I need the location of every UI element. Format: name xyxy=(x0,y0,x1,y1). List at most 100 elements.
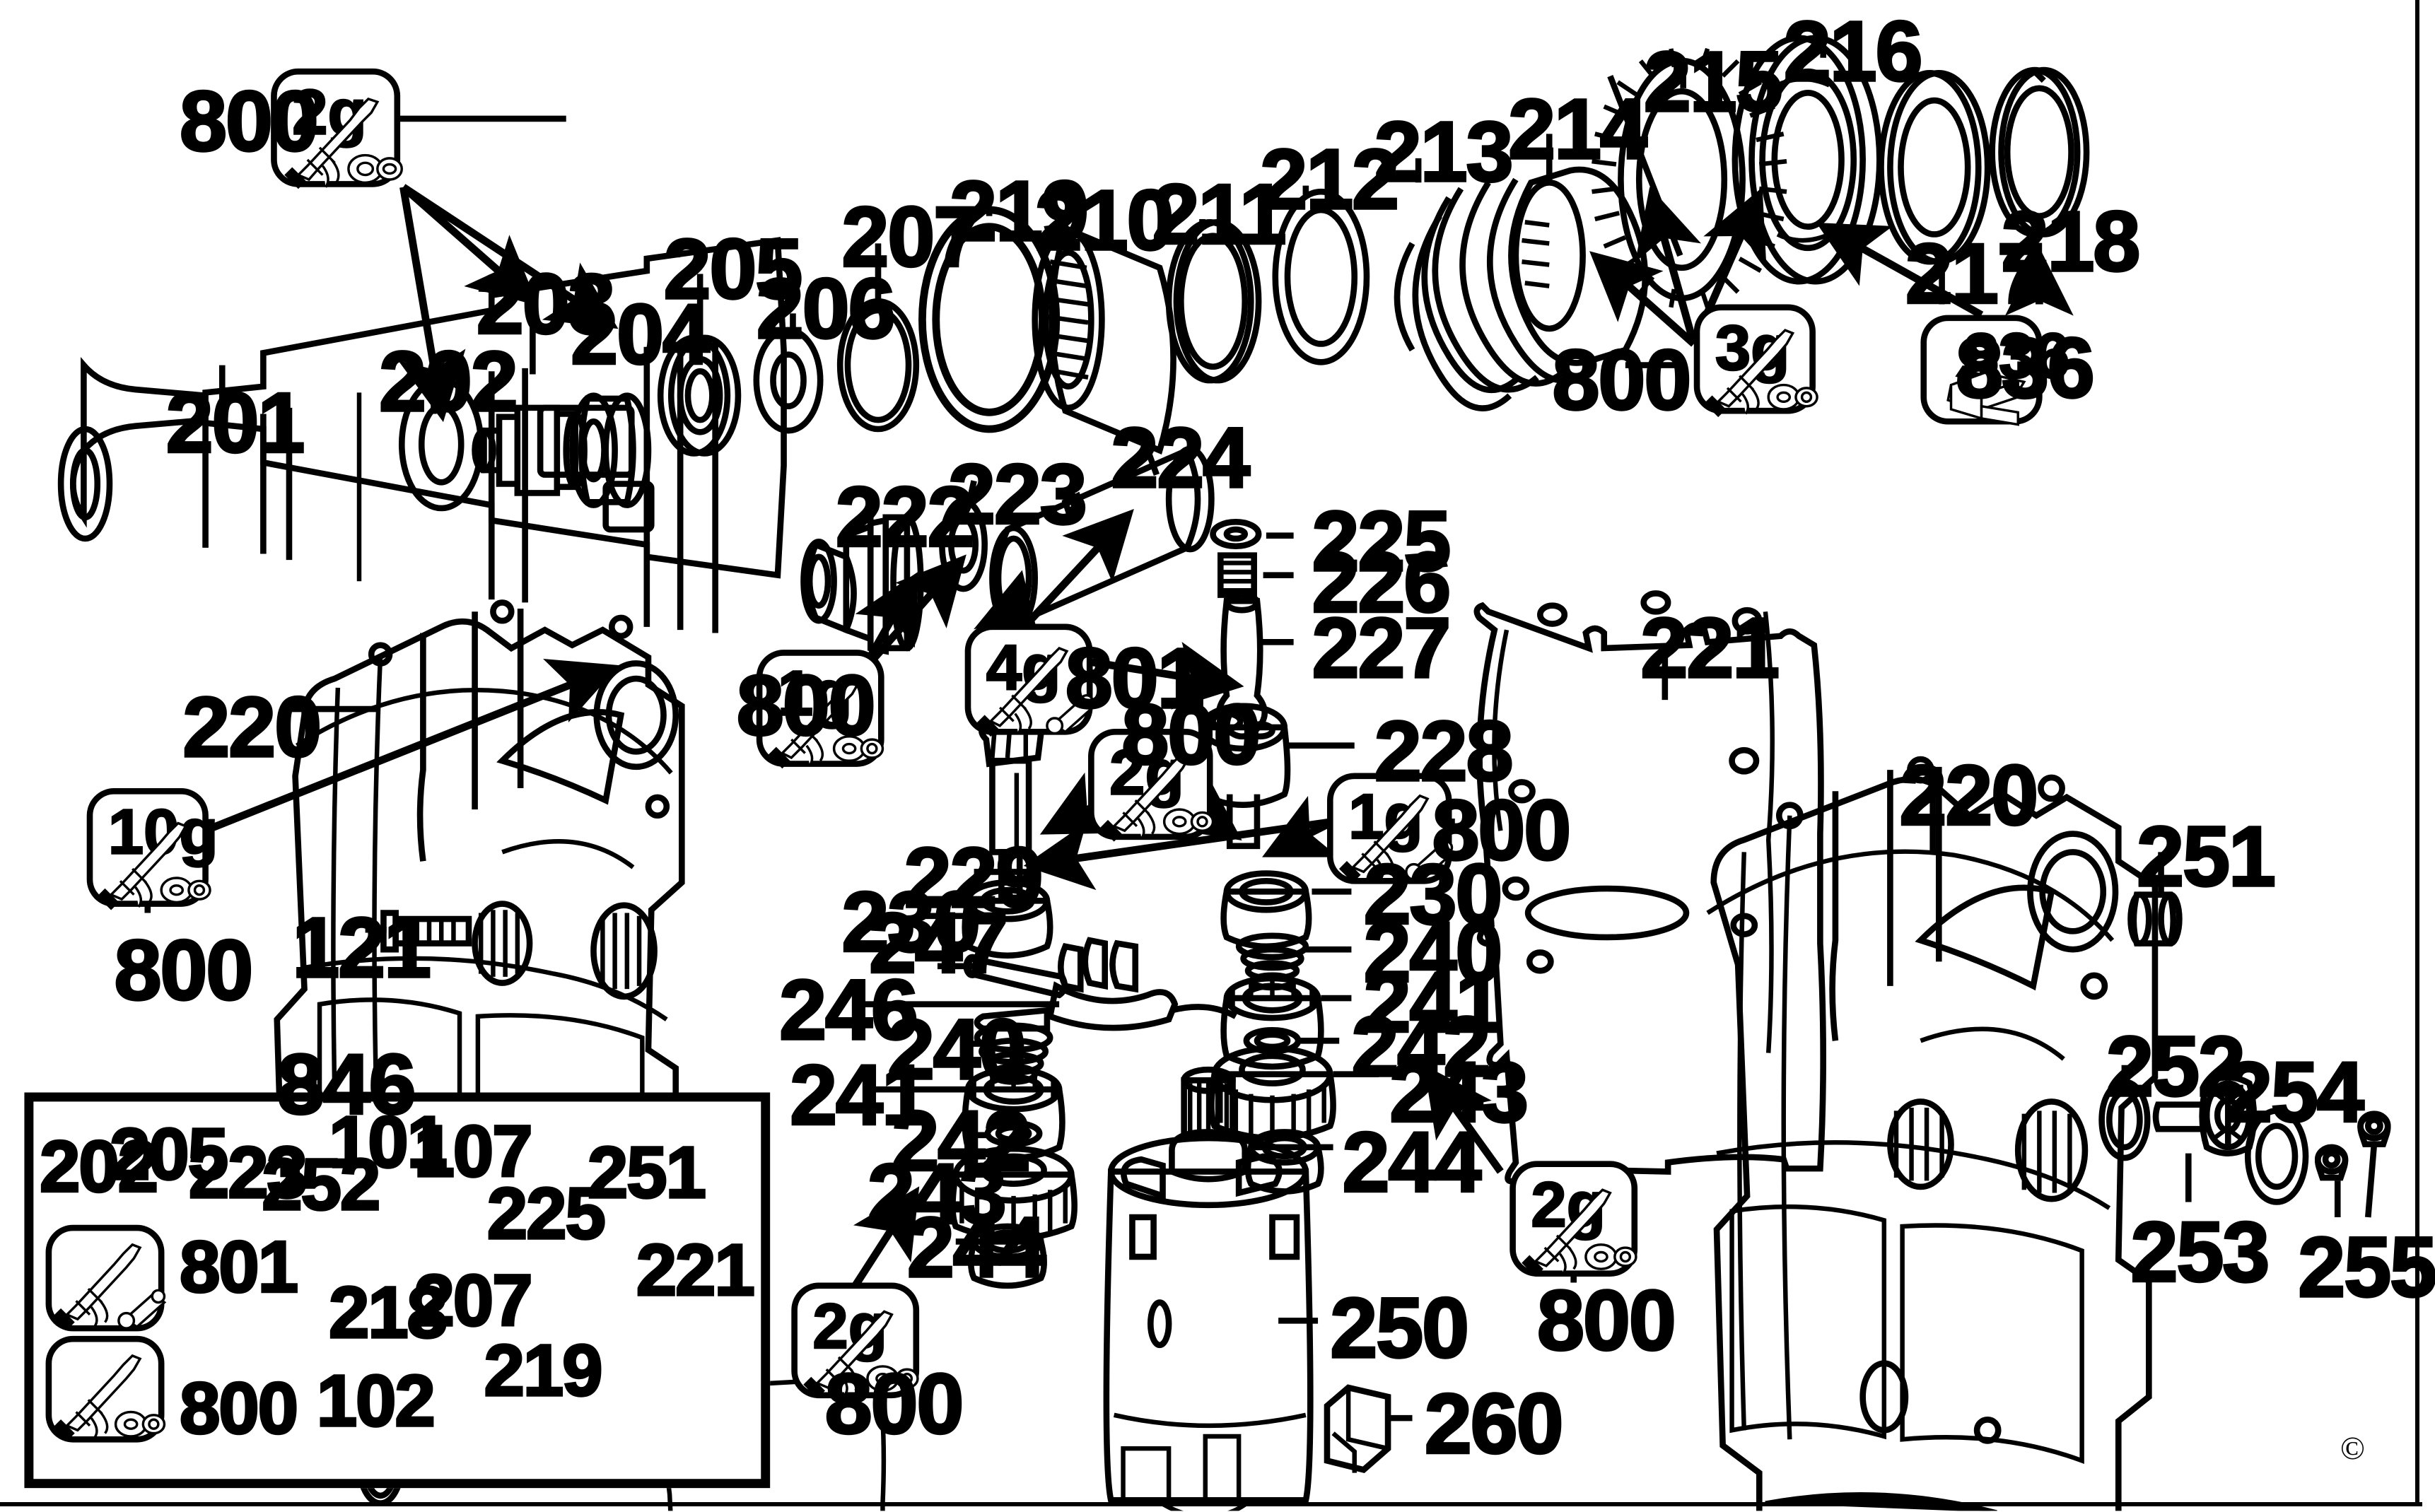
clip-bracket-icon xyxy=(1946,361,2026,426)
callout-121: 121 xyxy=(291,899,433,995)
kit-label-205: 205 xyxy=(108,1115,230,1196)
callout-230-b: 230 xyxy=(841,873,982,970)
callout-241-b: 241 xyxy=(788,1046,930,1143)
callout-212: 212 xyxy=(1259,131,1401,227)
callout-215: 215 xyxy=(1642,33,1784,129)
kit-chip-800 xyxy=(45,1335,166,1443)
callout-800: 800 xyxy=(178,73,320,169)
grease-chip-1g-a: 1g xyxy=(756,650,884,769)
grease-chip-3g: 3g xyxy=(1693,304,1818,418)
grease-gun-gears-icon xyxy=(768,679,884,769)
callout-240-b: 240 xyxy=(886,1001,1027,1097)
callout-206: 206 xyxy=(755,260,897,356)
kit-label-225: 225 xyxy=(486,1174,607,1255)
callout-223: 223 xyxy=(947,445,1088,542)
callout-247: 247 xyxy=(868,894,1009,991)
callout-214: 214 xyxy=(1507,81,1648,177)
page-frame-bottom-rule xyxy=(0,1502,2422,1506)
kit-label-207: 207 xyxy=(413,1261,535,1342)
grease-chip-2g-b: 2g xyxy=(1088,729,1215,842)
part-244-bearing-right xyxy=(1244,1129,1324,1195)
grease-chip-2g-c: 2g xyxy=(1510,1161,1638,1277)
callout-217: 217 xyxy=(1904,225,2045,322)
callout-800-e: 800 xyxy=(1121,686,1262,783)
callout-204: 204 xyxy=(569,286,711,382)
callout-225: 225 xyxy=(1311,493,1452,590)
part-260-brush-holder xyxy=(1324,1384,1391,1474)
kit-label-102: 102 xyxy=(315,1361,437,1443)
callout-255: 255 xyxy=(2297,1219,2435,1315)
callout-201: 201 xyxy=(165,374,306,471)
kit-label-101: 101 xyxy=(327,1103,449,1184)
callout-242-b: 242 xyxy=(891,1092,1032,1189)
grease-gun-gears-icon xyxy=(1099,753,1215,842)
callout-226: 226 xyxy=(1311,534,1452,631)
callout-250: 250 xyxy=(1329,1279,1471,1376)
callout-800-b: 800 xyxy=(1551,332,1693,428)
kit-label-801: 801 xyxy=(178,1228,300,1309)
callout-801-a: 801 xyxy=(1064,630,1205,726)
callout-219: 219 xyxy=(948,163,1090,259)
part-243-gear-right xyxy=(1208,1045,1336,1142)
part-226-spring-small xyxy=(1217,552,1257,598)
callout-229: 229 xyxy=(903,829,1044,925)
callout-230-a: 230 xyxy=(1362,845,1504,942)
callout-251: 251 xyxy=(2135,807,2277,904)
grease-gun-pin-icon xyxy=(976,646,1095,737)
kit-label-219: 219 xyxy=(483,1331,605,1412)
kit-label-800: 800 xyxy=(178,1369,300,1451)
kit-label-221: 221 xyxy=(635,1231,757,1312)
part-204-sleeve xyxy=(569,392,652,508)
callout-254: 254 xyxy=(2224,1043,2365,1140)
callout-216: 216 xyxy=(1782,3,1924,99)
callout-243-b: 243 xyxy=(866,1145,1008,1242)
part-230-bearing-b xyxy=(1220,870,1312,950)
callout-260: 260 xyxy=(1423,1375,1565,1472)
grease-gun-pin-icon xyxy=(53,1243,167,1330)
callout-221: 221 xyxy=(1640,599,1781,696)
grease-gun-pin-icon xyxy=(1338,794,1454,883)
grease-gun-gears-icon xyxy=(803,1310,919,1399)
callout-253: 253 xyxy=(2130,1203,2271,1300)
grease-gun-gears-icon xyxy=(53,1354,166,1441)
grease-gun-gears-icon xyxy=(284,97,403,189)
callout-222: 222 xyxy=(834,468,976,565)
grease-chip-2g-d: 2g xyxy=(791,1282,920,1399)
callout-211: 211 xyxy=(1151,165,1288,262)
callout-224: 224 xyxy=(1110,409,1251,505)
grease-chip-2g-top: 2g xyxy=(271,68,403,189)
part-250-motor xyxy=(1103,1066,1314,1511)
page-frame-right-rule xyxy=(2415,0,2419,1506)
grease-chip-10g: 10g xyxy=(86,787,219,910)
callout-243-a: 243 xyxy=(1389,1043,1530,1140)
callout-213: 213 xyxy=(1373,103,1514,199)
callout-244-a: 244 xyxy=(1341,1113,1483,1210)
copyright-mark: © xyxy=(2340,1430,2365,1466)
part-241-collar-right xyxy=(1220,975,1324,1070)
callout-246: 246 xyxy=(778,961,919,1057)
kit-label-218: 218 xyxy=(327,1273,449,1354)
callout-800-f: 800 xyxy=(1431,782,1572,878)
callout-242-a: 242 xyxy=(1350,998,1492,1094)
callout-220-right: 220 xyxy=(1898,746,2040,843)
callout-252: 252 xyxy=(2105,1018,2246,1114)
callout-205: 205 xyxy=(662,221,804,317)
kit-label-251: 251 xyxy=(586,1133,708,1214)
chip-836-clip: 836 xyxy=(1920,315,2071,426)
callout-836: 836 xyxy=(1954,320,2096,416)
callout-800-c: 800 xyxy=(113,922,255,1019)
callout-207: 207 xyxy=(841,188,982,285)
callout-846: 846 xyxy=(276,1036,417,1132)
callout-244-b: 244 xyxy=(906,1199,1047,1295)
callout-202: 202 xyxy=(378,333,519,430)
grease-chip-1g-b: 1g xyxy=(1326,773,1454,884)
kit-label-223: 223 xyxy=(187,1133,309,1214)
grease-gun-gears-icon xyxy=(1522,1188,1637,1277)
callout-220-left: 220 xyxy=(182,679,323,775)
kit-label-252: 252 xyxy=(261,1145,383,1226)
callout-240-a: 240 xyxy=(1362,903,1504,1000)
callout-210: 210 xyxy=(1034,172,1175,268)
kit-chip-801 xyxy=(45,1224,167,1332)
callout-203: 203 xyxy=(475,255,617,352)
